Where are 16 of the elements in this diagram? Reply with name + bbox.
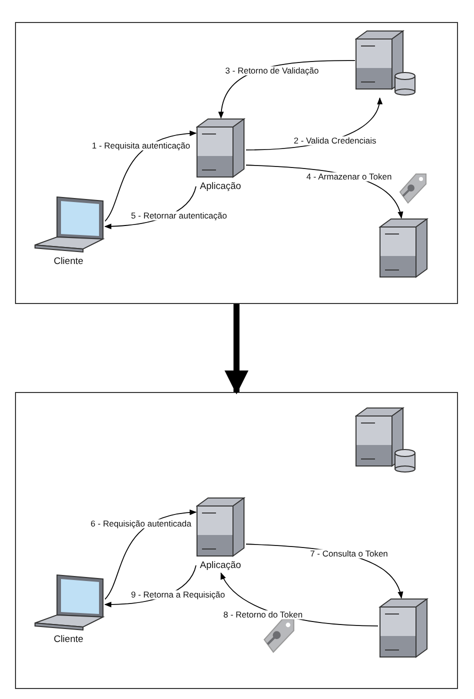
node-label: Cliente (54, 256, 84, 266)
edge-label: 1 - Requisita autenticação (90, 141, 192, 151)
node-label: Aplicação (200, 180, 242, 192)
panel (15, 392, 458, 689)
edge-label: 6 - Requisição autenticada (90, 519, 192, 529)
edge-label: 7 - Consulta o Token (309, 549, 389, 559)
edge-label: 2 - Valida Credenciais (292, 136, 378, 146)
node-label: Cliente (54, 634, 84, 644)
edge-label: 5 - Retornar autenticação (130, 211, 228, 221)
edge-label: 9 - Retorna a Requisição (130, 590, 226, 600)
edge-label: 8 - Retorno do Token (222, 610, 304, 620)
node-label: Aplicação (200, 560, 242, 570)
panel (15, 22, 458, 304)
thick-arrow (224, 304, 248, 394)
edge-label: 4 - Armazenar o Token (305, 172, 393, 182)
edge-label: 3 - Retorno de Validação (224, 66, 320, 76)
